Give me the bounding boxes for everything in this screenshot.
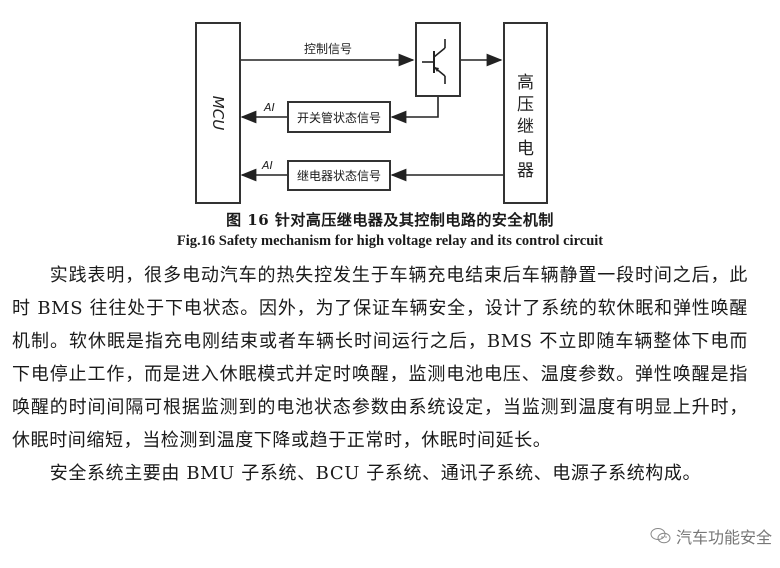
control-signal-label: 控制信号 [304,42,353,56]
figure-caption-chinese: 图 16 针对高压继电器及其控制电路的安全机制 [226,211,554,229]
transistor-switch-block [415,22,461,97]
ai-label-relay: AI [262,159,273,172]
ai-label-switch: AI [264,101,275,114]
relay-status-signal-label: 继电器状态信号 [296,169,381,183]
mcu-label: MCU [209,95,227,131]
mcu-block: MCU [195,22,241,204]
hv-relay-label: 高压继电器 [517,73,534,181]
watermark: 汽车功能安全 [650,524,772,548]
figure-caption-english: Fig.16 Safety mechanism for high voltage… [176,233,604,249]
safety-mechanism-diagram: MCU 高压继电器 控制信号 开关管状态信号 AI 继电器状态信号 AI [0,0,780,210]
body-text: 实践表明，很多电动汽车的热失控发生于车辆充电结束后车辆静置一段时间之后，此时 B… [12,259,748,490]
transistor-switch-icon [422,39,446,84]
relay-status-signal-block: 继电器状态信号 [287,160,391,191]
switch-status-signal-block: 开关管状态信号 [287,101,391,133]
paragraph-sleep-wake: 实践表明，很多电动汽车的热失控发生于车辆充电结束后车辆静置一段时间之后，此时 B… [12,265,748,451]
wechat-icon [650,528,671,544]
hv-relay-block: 高压继电器 [503,22,548,204]
switch-status-signal-label: 开关管状态信号 [296,110,381,125]
paragraph-safety-system: 安全系统主要由 BMU 子系统、BCU 子系统、通讯子系统、电源子系统构成。 [49,463,702,484]
watermark-text: 汽车功能安全 [676,528,773,547]
diagram-connectors [240,53,503,182]
